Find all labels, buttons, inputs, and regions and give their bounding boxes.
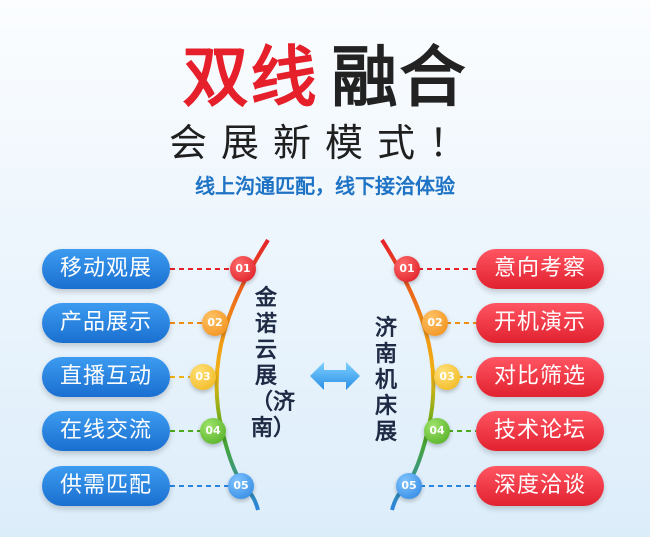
left-step-3: 03 [190, 364, 216, 390]
right-step-5: 05 [396, 473, 422, 499]
left-pill-2: 产品展示 [42, 303, 170, 343]
title-red: 双线 [182, 39, 319, 116]
right-pill-3: 对比筛选 [476, 357, 604, 397]
right-pill-1: 意向考察 [476, 249, 604, 289]
right-pill-2: 开机演示 [476, 303, 604, 343]
double-arrow-icon [310, 362, 360, 390]
right-step-3: 03 [434, 364, 460, 390]
right-step-2: 02 [422, 310, 448, 336]
right-pill-4: 技术论坛 [476, 411, 604, 451]
title-dark: 融合 [331, 39, 468, 116]
right-step-1: 01 [394, 256, 420, 282]
left-pill-5: 供需匹配 [42, 466, 170, 506]
right-pill-5: 深度洽谈 [476, 466, 604, 506]
right-step-4: 04 [424, 418, 450, 444]
subtitle: 会展新模式！ [168, 121, 481, 165]
main-title: 双线 融合 [0, 40, 650, 116]
tagline: 线上沟通匹配，线下接洽体验 [195, 174, 455, 198]
right-vertical-label: 济南机床展 [374, 316, 397, 445]
left-pill-3: 直播互动 [42, 357, 170, 397]
left-step-4: 04 [200, 418, 226, 444]
left-vertical-label: 金诺云展（济南） [251, 286, 296, 441]
left-pill-4: 在线交流 [42, 411, 170, 451]
left-step-5: 05 [228, 473, 254, 499]
left-pill-1: 移动观展 [42, 249, 170, 289]
left-step-1: 01 [230, 256, 256, 282]
left-step-2: 02 [202, 310, 228, 336]
